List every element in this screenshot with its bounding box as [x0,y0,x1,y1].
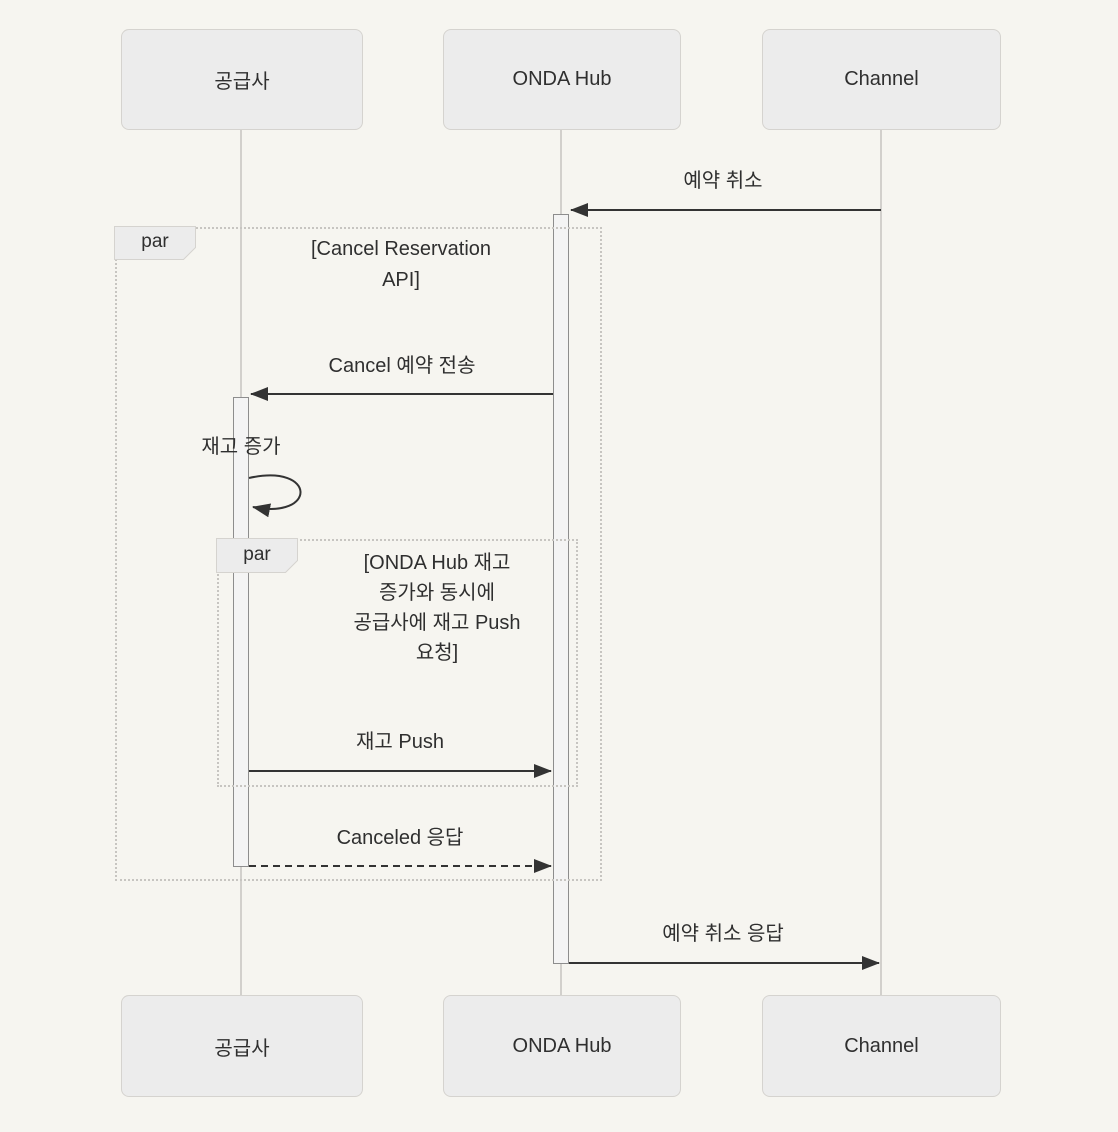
par-condition-inner: [ONDA Hub 재고 증가와 동시에 공급사에 재고 Push 요청] [287,548,587,668]
actor-bottom-onda-hub: ONDA Hub [443,995,681,1097]
actor-label: ONDA Hub [512,1034,612,1057]
actor-label: 공급사 [214,1037,270,1060]
par-label-shape [114,226,196,260]
par-operator-label-outer: par [114,226,196,260]
actor-label: Channel [844,68,919,90]
message-label-reservation-cancel-response: 예약 취소 응답 [662,923,784,945]
actor-top-onda-hub: ONDA Hub [443,29,681,130]
message-label-canceled-response: Canceled 응답 [336,827,464,849]
condition-line: [Cancel Reservation [310,238,492,260]
par-operator-text: par [243,543,271,565]
actor-bottom-channel: Channel [762,995,1001,1097]
actor-bottom-supplier: 공급사 [121,995,363,1097]
message-label-stock-increase: 재고 증가 [201,436,281,458]
message-label-reservation-cancel: 예약 취소 [683,170,763,192]
actor-top-channel: Channel [762,29,1001,130]
par-fragment-inner [217,539,578,787]
par-condition-outer: [Cancel Reservation API] [251,234,551,296]
message-label-cancel-send: Cancel 예약 전송 [328,355,476,377]
condition-line: 공급사에 재고 Push [353,612,521,634]
par-operator-text: par [141,231,169,252]
par-operator-label-inner: par [216,538,298,573]
message-label-stock-push: 재고 Push [356,731,444,753]
actor-label: ONDA Hub [512,68,612,90]
actor-label: 공급사 [214,71,270,93]
condition-line: [ONDA Hub 재고 [363,552,511,574]
activation-bar-supplier [233,397,249,867]
actor-label: Channel [844,1034,919,1057]
condition-line: 요청] [415,642,459,664]
actor-top-supplier: 공급사 [121,29,363,130]
activation-bar-onda-hub [553,214,569,964]
par-fragment-outer [115,227,602,881]
lifeline-channel [880,130,882,995]
condition-line: 증가와 동시에 [379,582,495,604]
condition-line: API] [382,269,420,291]
par-label-shape [216,538,298,573]
arrow-stock-increase-self-loop [248,474,302,518]
